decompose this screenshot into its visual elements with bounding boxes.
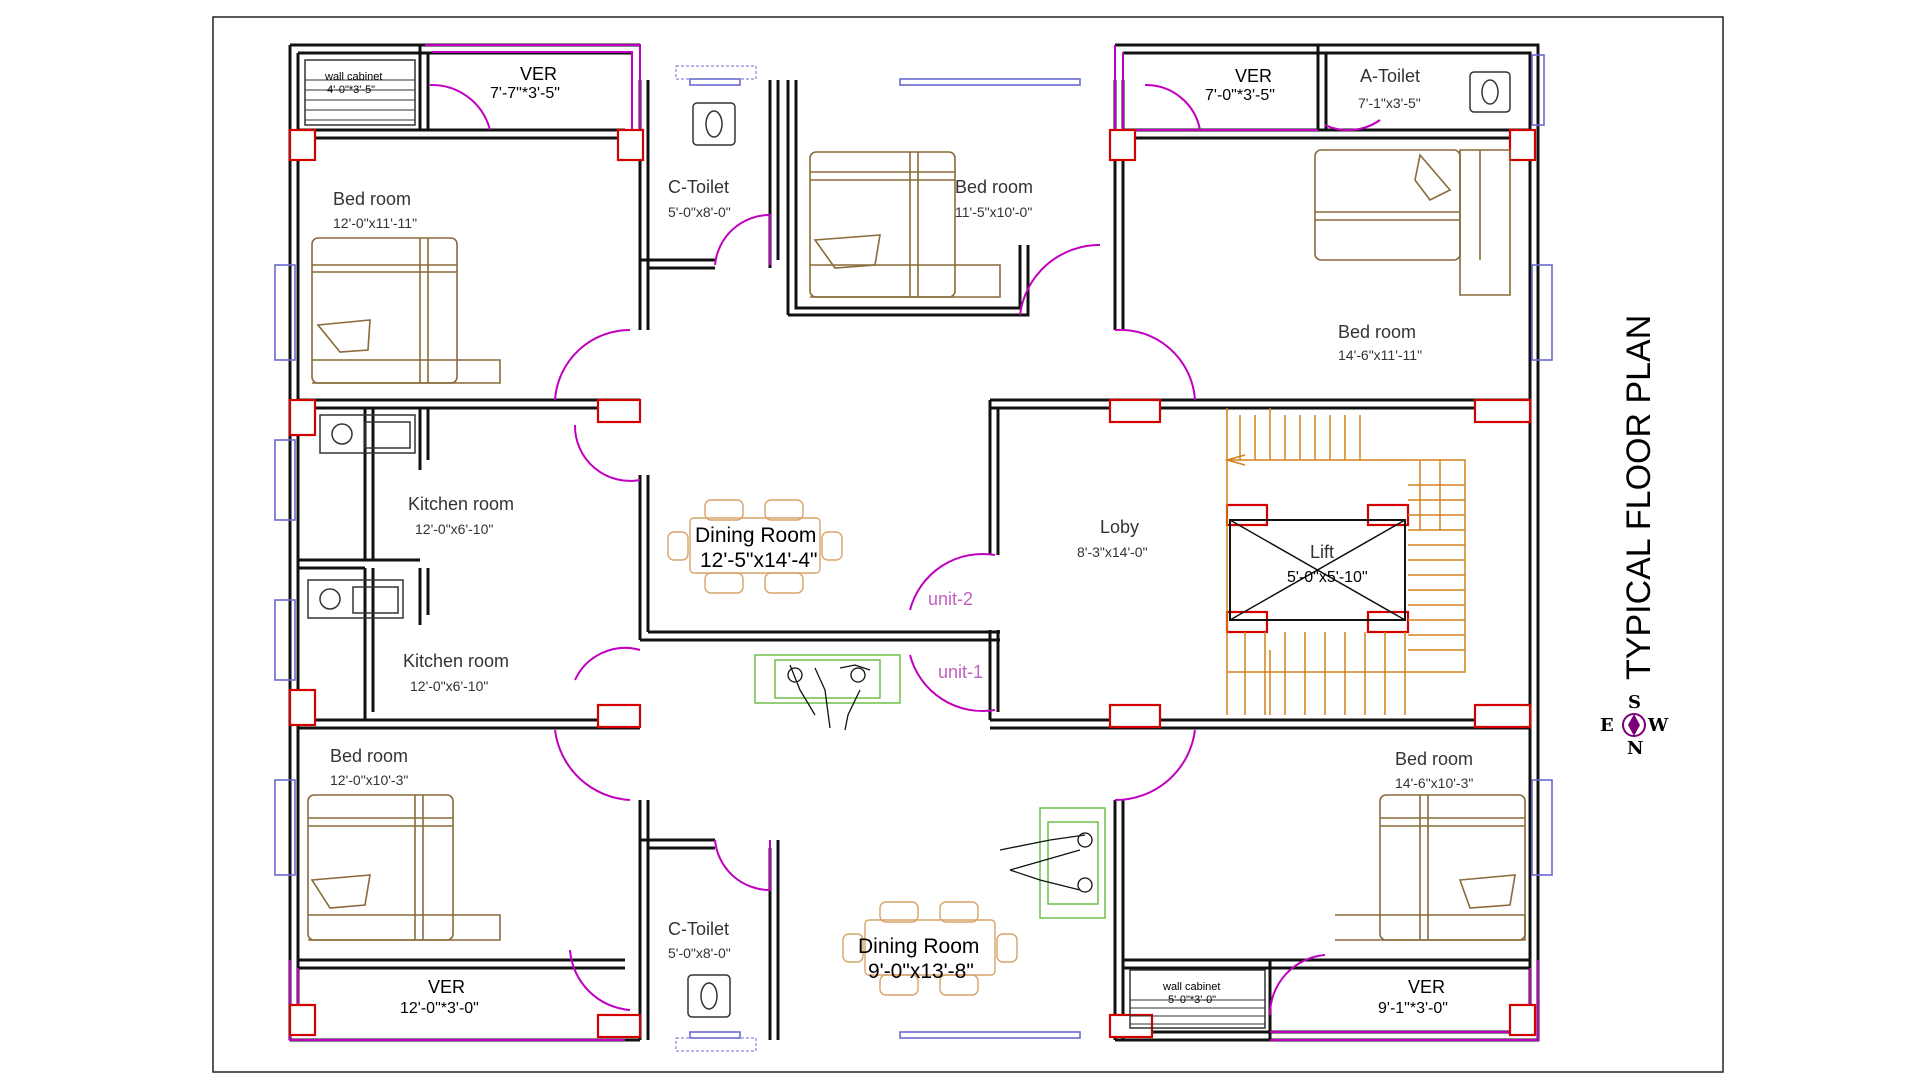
bed-top-left — [311, 237, 501, 384]
wall-cabinet-br-dim: 5'-0"*3'-0" — [1168, 994, 1216, 1006]
wall-cabinet-br-name: wall cabinet — [1162, 981, 1220, 993]
toilet-top — [692, 102, 736, 146]
ver-bl-name: VER — [428, 977, 465, 997]
staircase — [1224, 408, 1466, 715]
bed-tl-dim: 12'-0"x11'-11" — [333, 215, 417, 231]
bed-tr-dim: 14'-6"x11'-11" — [1338, 347, 1422, 363]
lift-shaft — [1229, 519, 1406, 621]
kitchen-bottom-name: Kitchen room — [403, 651, 509, 671]
unit-1-label: unit-1 — [938, 662, 983, 682]
bed-top-right — [1314, 149, 1511, 296]
kitchen-sink-top — [319, 414, 416, 454]
bed-bottom-right — [1335, 794, 1526, 941]
kitchen-bottom-dim: 12'-0"x6'-10" — [410, 678, 488, 694]
ver-tl-dim: 7'-7"*3'-5" — [490, 85, 560, 102]
a-toilet-dim: 7'-1"x3'-5" — [1358, 95, 1421, 111]
doors — [429, 83, 1381, 1016]
bed-tc-dim: 11'-5"x10'-0" — [955, 204, 1032, 220]
plan-title: TYPICAL FLOOR PLAN — [1620, 315, 1658, 680]
dining-top-dim: 12'-5"x14'-4" — [700, 549, 818, 572]
toilet-a — [1469, 71, 1511, 113]
bed-bottom-left — [307, 794, 501, 941]
kitchen-top-dim: 12'-0"x6'-10" — [415, 521, 493, 537]
ver-bl-dim: 12'-0"*3'-0" — [400, 1000, 479, 1017]
c-toilet-bottom-dim: 5'-0"x8'-0" — [668, 945, 731, 961]
drawing-frame — [212, 16, 1724, 1073]
kitchen-top-name: Kitchen room — [408, 494, 514, 514]
bed-top-center — [809, 151, 1001, 298]
compass: S E W N — [1600, 692, 1669, 759]
ver-tl-name: VER — [520, 64, 557, 84]
ver-br-name: VER — [1408, 977, 1445, 997]
windows — [274, 44, 1553, 1052]
unit-2-label: unit-2 — [928, 589, 973, 609]
lift-dim: 5'-0"x5'-10" — [1287, 569, 1368, 586]
columns — [288, 128, 1537, 1039]
bed-br-dim: 14'-6"x10'-3" — [1395, 775, 1473, 791]
loby-dim: 8'-3"x14'-0" — [1077, 544, 1148, 560]
compass-north: N — [1627, 738, 1643, 759]
bed-tl-name: Bed room — [333, 189, 411, 209]
dining-table-bottom — [842, 901, 1018, 996]
bed-bl-dim: 12'-0"x10'-3" — [330, 772, 408, 788]
kitchen-sink-bottom — [307, 579, 404, 619]
bed-tc-name: Bed room — [955, 177, 1033, 197]
loby-name: Loby — [1100, 517, 1139, 537]
wall-cabinet-top-left-box — [304, 59, 416, 126]
ver-br-dim: 9'-1"*3'-0" — [1378, 1000, 1448, 1017]
wall-cabinet-tl-name: wall cabinet — [324, 71, 382, 83]
bed-bl-name: Bed room — [330, 746, 408, 766]
compass-south: S — [1628, 692, 1641, 713]
c-toilet-top-dim: 5'-0"x8'-0" — [668, 204, 731, 220]
sofa-top — [754, 654, 901, 731]
c-toilet-bottom-name: C-Toilet — [668, 919, 729, 939]
sofa-bottom — [999, 807, 1106, 919]
dining-bottom-dim: 9'-0"x13'-8" — [868, 960, 974, 983]
bed-tr-name: Bed room — [1338, 322, 1416, 342]
ver-tr-dim: 7'-0"*3'-5" — [1205, 87, 1275, 104]
dining-top-name: Dining Room — [695, 524, 816, 547]
walls — [288, 43, 1540, 1042]
compass-east: E — [1600, 715, 1614, 736]
bed-br-name: Bed room — [1395, 749, 1473, 769]
wall-cabinet-bottom-right-box — [1129, 969, 1266, 1029]
dining-table-top — [667, 499, 843, 594]
lift-name: Lift — [1310, 542, 1334, 562]
toilet-bottom — [687, 974, 731, 1018]
dining-bottom-name: Dining Room — [858, 935, 979, 958]
a-toilet-name: A-Toilet — [1360, 66, 1420, 86]
compass-west: W — [1647, 715, 1669, 736]
ver-tr-name: VER — [1235, 66, 1272, 86]
c-toilet-top-name: C-Toilet — [668, 177, 729, 197]
wall-cabinet-tl-dim: 4'-0"*3'-5" — [327, 84, 375, 96]
